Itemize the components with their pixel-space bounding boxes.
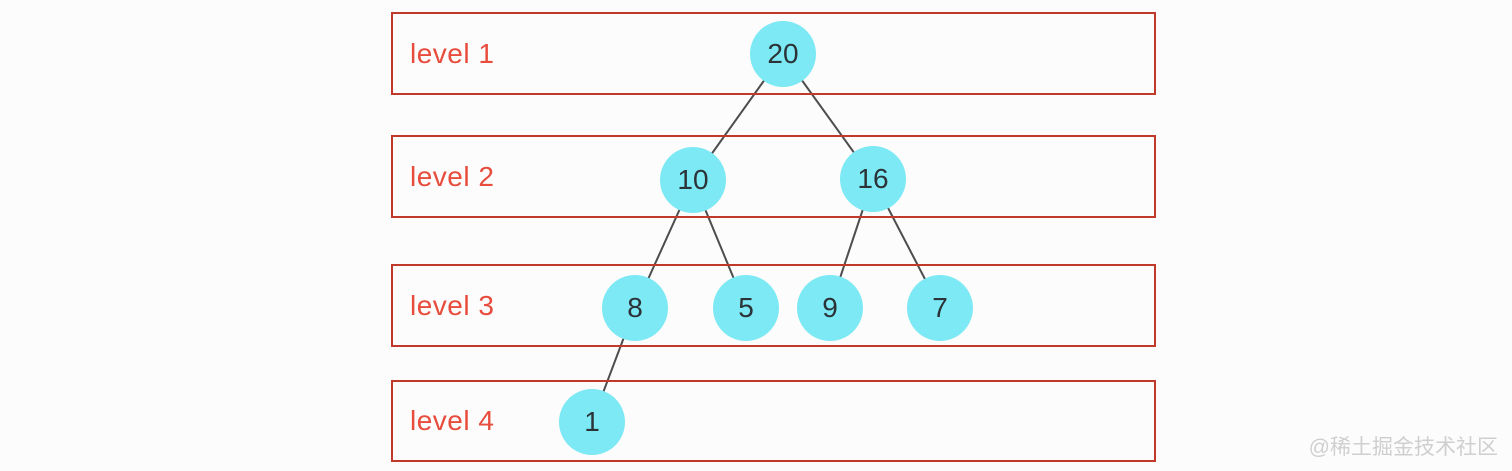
- level-box-4: level 4: [391, 380, 1156, 462]
- tree-node-16: 16: [840, 146, 906, 212]
- tree-node-1: 1: [559, 389, 625, 455]
- level-box-2: level 2: [391, 135, 1156, 218]
- tree-node-8: 8: [602, 275, 668, 341]
- level-label-4: level 4: [410, 405, 495, 436]
- level-box-1: level 1: [391, 12, 1156, 95]
- tree-node-10: 10: [660, 147, 726, 213]
- tree-node-20: 20: [750, 21, 816, 87]
- level-label-3: level 3: [410, 289, 495, 321]
- tree-node-7: 7: [907, 275, 973, 341]
- level-label-1: level 1: [410, 37, 495, 69]
- tree-node-5: 5: [713, 275, 779, 341]
- watermark: @稀土掘金技术社区: [1308, 436, 1498, 459]
- level-label-2: level 2: [410, 160, 495, 192]
- level-box-3: level 3: [391, 264, 1156, 347]
- tree-node-9: 9: [797, 275, 863, 341]
